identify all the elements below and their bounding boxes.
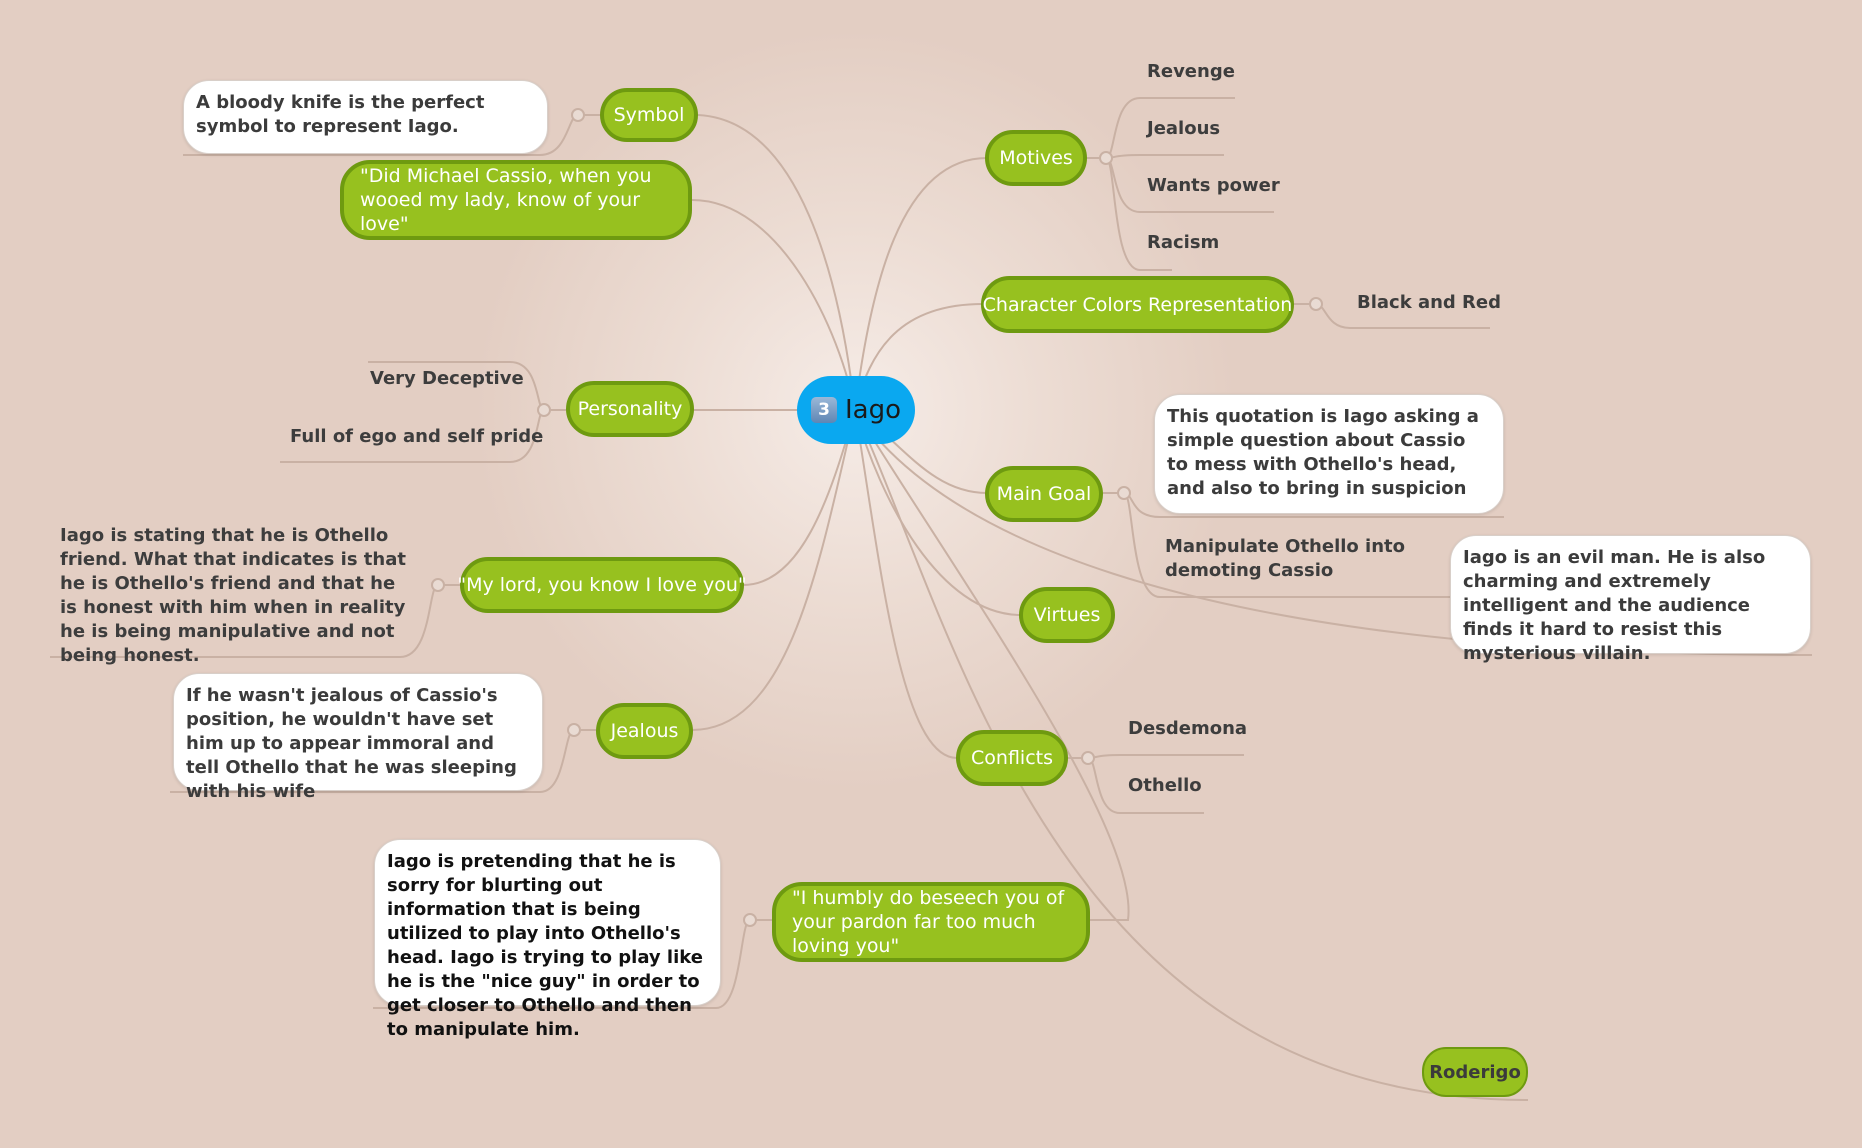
connector-motives xyxy=(854,157,988,411)
personality-item-ego[interactable]: Full of ego and self pride xyxy=(290,426,544,447)
topic-personality[interactable]: Personality xyxy=(566,381,694,437)
connector-quote3 xyxy=(854,409,1130,921)
central-topic-label: Iago xyxy=(844,395,901,425)
note-main-goal[interactable]: This quotation is Iago asking a simple q… xyxy=(1154,394,1504,514)
connector-symbol xyxy=(697,114,856,411)
topic-quote-cassio[interactable]: "Did Michael Cassio, when you wooed my l… xyxy=(340,160,692,240)
note-quote-pardon[interactable]: Iago is pretending that he is sorry for … xyxy=(374,839,721,1040)
colors-item[interactable]: Black and Red xyxy=(1357,292,1502,313)
topic-conflicts-label: Conflicts xyxy=(971,747,1053,769)
personality-item-deceptive[interactable]: Very Deceptive xyxy=(370,368,524,389)
connector-conflicts xyxy=(854,409,958,759)
note-quote-love[interactable]: Iago is stating that he is Othello frien… xyxy=(60,525,406,666)
topic-personality-label: Personality xyxy=(577,398,683,420)
topic-quote-pardon-label: "I humbly do beseech you of your pardon … xyxy=(792,887,1065,957)
topic-quote-love-label: "My lord, you know I love you" xyxy=(457,574,747,596)
topic-symbol[interactable]: Symbol xyxy=(600,88,698,142)
topic-roderigo[interactable]: Roderigo xyxy=(1422,1047,1528,1097)
priority-3-icon: 3 xyxy=(810,397,837,423)
note-summary-text: Iago is an evil man. He is also charming… xyxy=(1463,547,1766,664)
connector-jealous xyxy=(691,409,856,731)
topic-virtues-label: Virtues xyxy=(1033,604,1101,626)
note-jealous[interactable]: If he wasn't jealous of Cassio's positio… xyxy=(173,673,543,802)
topic-character-colors-label: Character Colors Representation xyxy=(982,293,1293,316)
motive-item-power[interactable]: Wants power xyxy=(1147,175,1280,196)
main-goal-item[interactable]: Manipulate Othello into demoting Cassio xyxy=(1165,536,1405,581)
note-jealous-text: If he wasn't jealous of Cassio's positio… xyxy=(186,685,517,802)
topic-quote-cassio-label: "Did Michael Cassio, when you wooed my l… xyxy=(360,165,652,235)
motive-item-jealous[interactable]: Jealous xyxy=(1147,118,1221,139)
topic-motives-label: Motives xyxy=(999,147,1073,169)
conflict-item-desdemona[interactable]: Desdemona xyxy=(1128,718,1248,739)
topic-jealous-label: Jealous xyxy=(610,720,679,742)
note-summary[interactable]: Iago is an evil man. He is also charming… xyxy=(1450,535,1811,664)
topic-main-goal[interactable]: Main Goal xyxy=(985,466,1103,522)
connector-roderigo xyxy=(854,409,1529,1101)
central-topic[interactable]: 3 Iago xyxy=(797,376,915,444)
topic-character-colors[interactable]: Character Colors Representation xyxy=(981,276,1294,333)
motive-item-revenge[interactable]: Revenge xyxy=(1147,61,1235,82)
topic-motives[interactable]: Motives xyxy=(985,130,1087,186)
conflict-item-othello[interactable]: Othello xyxy=(1128,775,1202,796)
topic-main-goal-label: Main Goal xyxy=(996,483,1092,505)
motive-item-racism[interactable]: Racism xyxy=(1147,232,1220,253)
topic-quote-love[interactable]: "My lord, you know I love you" xyxy=(457,557,747,613)
topic-symbol-label: Symbol xyxy=(613,104,685,126)
topic-roderigo-label: Roderigo xyxy=(1429,1061,1521,1083)
note-quote-pardon-text: Iago is pretending that he is sorry for … xyxy=(387,851,703,1040)
topic-quote-pardon[interactable]: "I humbly do beseech you of your pardon … xyxy=(772,882,1090,962)
connector-virtues xyxy=(854,409,1022,616)
topic-virtues[interactable]: Virtues xyxy=(1019,587,1115,643)
topic-jealous[interactable]: Jealous xyxy=(596,703,693,759)
note-main-goal-text: This quotation is Iago asking a simple q… xyxy=(1167,406,1479,499)
note-symbol-text: A bloody knife is the perfect symbol to … xyxy=(196,92,485,137)
note-symbol[interactable]: A bloody knife is the perfect symbol to … xyxy=(183,80,548,154)
topic-conflicts[interactable]: Conflicts xyxy=(956,730,1068,786)
